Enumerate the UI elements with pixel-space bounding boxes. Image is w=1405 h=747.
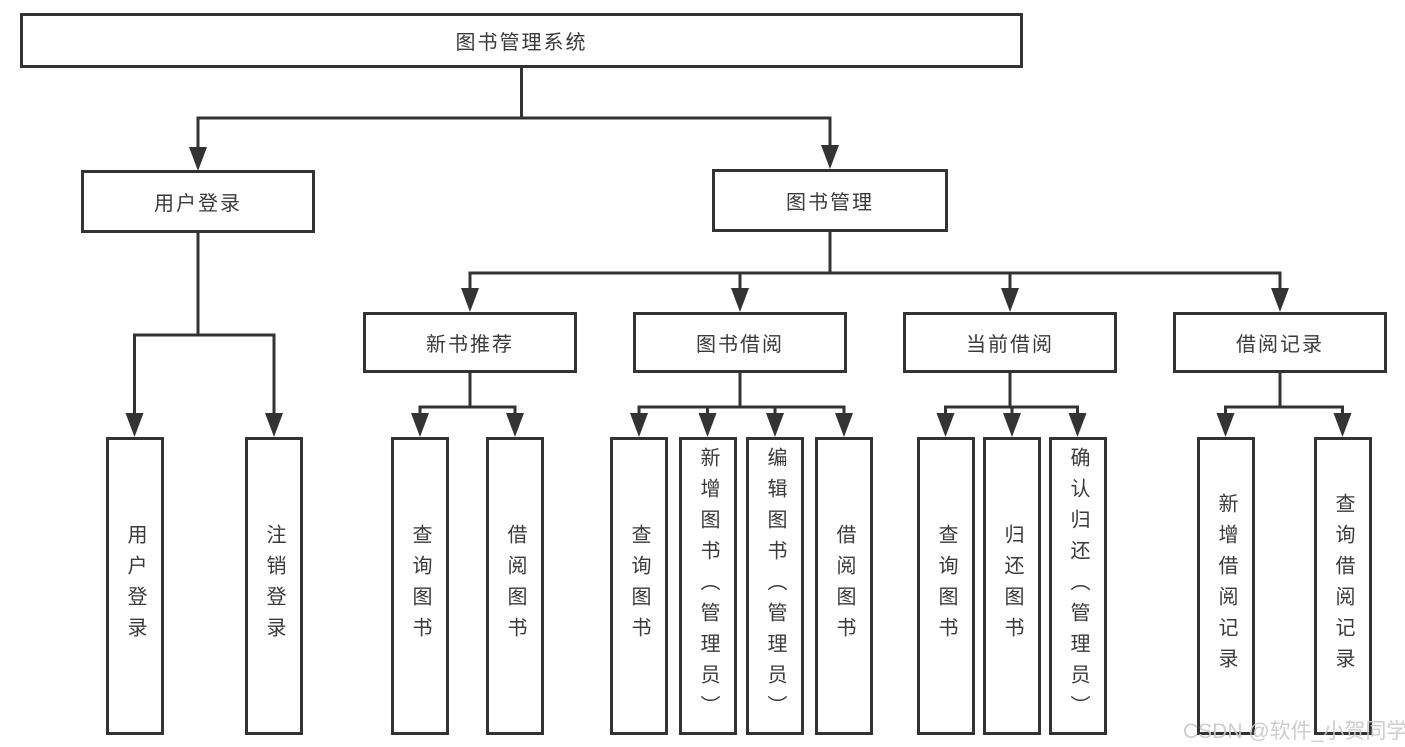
node-label: 新书推荐 xyxy=(426,334,514,356)
node-label: 查询借阅记录 xyxy=(1332,493,1354,679)
leaf-borrow-books-newrec: 借阅图书 xyxy=(486,437,544,735)
node-new-book-recommendation: 新书推荐 xyxy=(363,312,577,373)
connector-current-borrow-to-leaves xyxy=(936,373,1087,437)
leaf-confirm-return-admin: 确认归还（管理员） xyxy=(1049,437,1107,735)
csdn-watermark: CSDN @软件_小贺同学 xyxy=(1183,720,1405,743)
node-book-borrowing: 图书借阅 xyxy=(633,312,847,373)
node-label: 图书管理系统 xyxy=(455,32,588,54)
node-label: 借阅图书 xyxy=(504,524,526,648)
connector-new-book-rec-to-leaves xyxy=(411,373,524,437)
node-label: 图书借阅 xyxy=(696,334,784,356)
leaf-query-books-newrec: 查询图书 xyxy=(391,437,449,735)
node-label: 查询图书 xyxy=(935,524,957,648)
node-label: 当前借阅 xyxy=(966,334,1054,356)
node-label: 新增借阅记录 xyxy=(1215,493,1237,679)
leaf-user-login: 用户登录 xyxy=(106,437,164,735)
leaf-logout: 注销登录 xyxy=(245,437,303,735)
node-label: 查询图书 xyxy=(409,524,431,648)
node-library-management-system: 图书管理系统 xyxy=(20,13,1023,68)
node-label: 新增图书（管理员） xyxy=(697,446,719,726)
leaf-return-books: 归还图书 xyxy=(983,437,1041,735)
node-label: 确认归还（管理员） xyxy=(1067,446,1089,726)
node-current-borrowing: 当前借阅 xyxy=(903,312,1117,373)
leaf-add-borrow-record: 新增借阅记录 xyxy=(1197,437,1255,735)
connector-user-login-to-leaves xyxy=(125,233,283,437)
node-user-login-branch: 用户登录 xyxy=(81,170,315,233)
node-label: 注销登录 xyxy=(263,524,285,648)
node-label: 归还图书 xyxy=(1001,524,1023,648)
leaf-query-books-current: 查询图书 xyxy=(917,437,975,735)
node-label: 图书管理 xyxy=(786,192,874,214)
leaf-query-books-borrowing: 查询图书 xyxy=(610,437,668,735)
connector-book-mgmt-to-level3 xyxy=(461,232,1289,312)
node-label: 用户登录 xyxy=(154,193,242,215)
leaf-edit-books-admin: 编辑图书（管理员） xyxy=(746,437,804,735)
node-label: 用户登录 xyxy=(124,524,146,648)
leaf-borrow-books-borrowing: 借阅图书 xyxy=(815,437,873,735)
node-label: 编辑图书（管理员） xyxy=(764,446,786,726)
node-borrow-records: 借阅记录 xyxy=(1173,312,1387,373)
node-book-management-branch: 图书管理 xyxy=(712,169,948,232)
node-label: 借阅图书 xyxy=(833,524,855,648)
connector-borrow-record-to-leaves xyxy=(1216,373,1352,437)
leaf-query-borrow-record: 查询借阅记录 xyxy=(1314,437,1372,735)
leaf-add-books-admin: 新增图书（管理员） xyxy=(679,437,737,735)
node-label: 查询图书 xyxy=(628,524,650,648)
node-label: 借阅记录 xyxy=(1236,334,1324,356)
connector-book-borrow-to-leaves xyxy=(630,373,853,437)
connector-root-to-level2 xyxy=(189,68,839,171)
